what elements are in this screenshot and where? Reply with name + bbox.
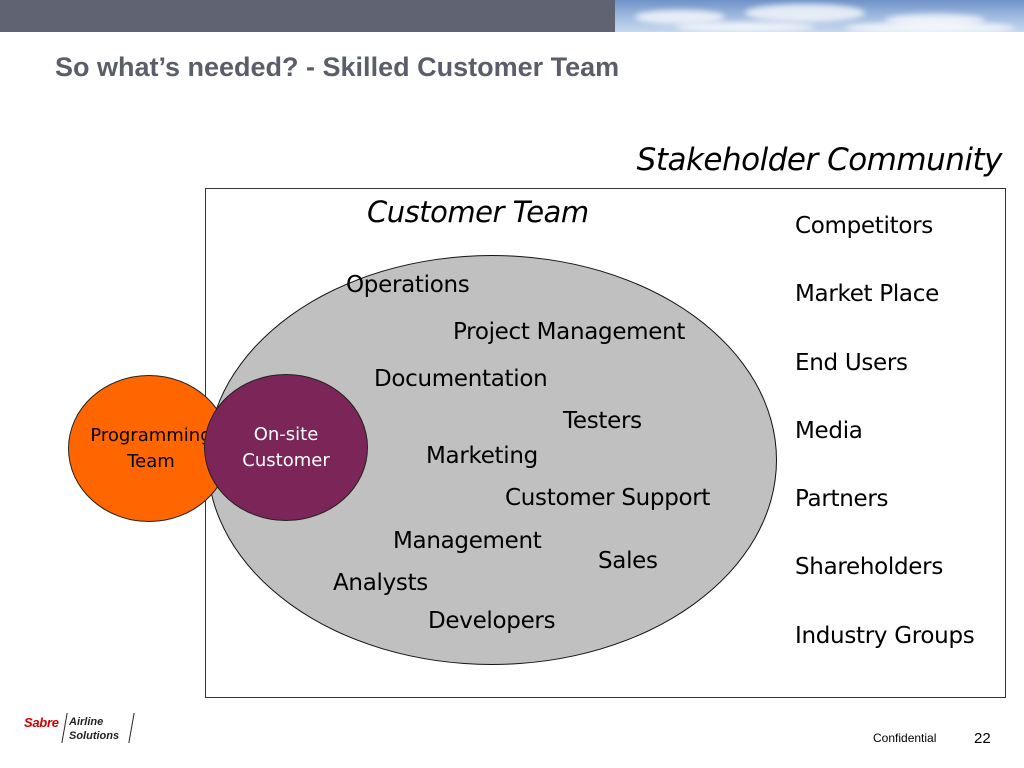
role-project-management: Project Management xyxy=(453,319,686,345)
stakeholder-community-title: Stakeholder Community xyxy=(636,142,1003,178)
sky-banner-image xyxy=(615,0,1024,32)
slide-title: So what’s needed? - Skilled Customer Tea… xyxy=(55,52,620,82)
programming-team-label-line2: Team xyxy=(127,450,175,472)
stakeholder-partners: Partners xyxy=(795,486,889,513)
stakeholder-market-place: Market Place xyxy=(795,281,939,308)
stakeholder-list: Competitors Market Place End Users Media… xyxy=(795,213,975,691)
onsite-customer-circle: On-site Customer xyxy=(204,374,368,521)
stakeholder-shareholders: Shareholders xyxy=(795,554,944,581)
programming-team-label-line1: Programming xyxy=(90,425,212,447)
role-documentation: Documentation xyxy=(374,366,548,392)
role-customer-support: Customer Support xyxy=(505,485,711,511)
stakeholder-media: Media xyxy=(795,417,863,444)
role-operations: Operations xyxy=(346,272,470,298)
programming-team-circle: Programming Team xyxy=(68,375,230,522)
confidential-label: Confidential xyxy=(873,731,937,745)
role-management: Management xyxy=(393,528,542,554)
logo-text: Airline Solutions xyxy=(69,716,120,742)
logo-brand: Sabre xyxy=(24,715,59,730)
role-developers: Developers xyxy=(428,608,556,634)
sabre-airline-solutions-logo: Sabre Airline Solutions xyxy=(24,713,144,745)
stakeholder-industry-groups: Industry Groups xyxy=(795,622,975,649)
role-sales: Sales xyxy=(598,548,658,574)
role-testers: Testers xyxy=(563,408,642,434)
page-number: 22 xyxy=(974,730,991,747)
role-analysts: Analysts xyxy=(333,570,428,596)
stakeholder-end-users: End Users xyxy=(795,349,908,376)
customer-team-title: Customer Team xyxy=(367,195,589,229)
role-marketing: Marketing xyxy=(426,443,538,469)
onsite-customer-label-line1: On-site xyxy=(253,424,319,446)
onsite-customer-label-line2: Customer xyxy=(242,449,330,471)
stakeholder-competitors: Competitors xyxy=(795,213,933,239)
